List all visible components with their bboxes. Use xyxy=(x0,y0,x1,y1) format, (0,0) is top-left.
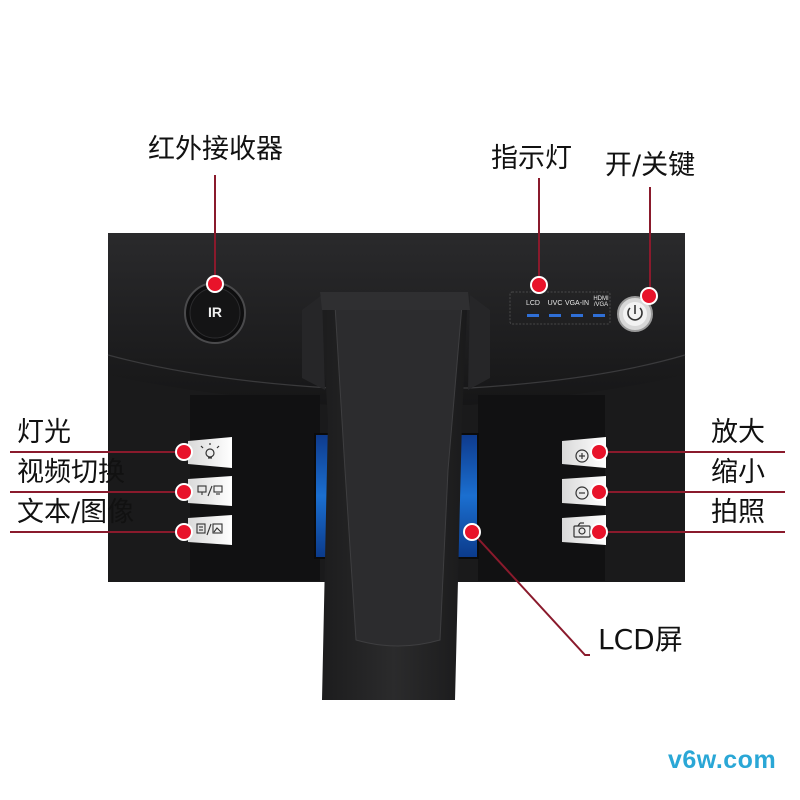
monitor-switch-icon xyxy=(197,485,223,497)
label-light: 灯光 xyxy=(17,417,71,448)
zoom-in-button xyxy=(562,437,606,468)
lightbulb-icon xyxy=(200,443,220,459)
plus-circle-icon xyxy=(575,449,589,463)
light-button xyxy=(188,437,232,468)
arm-hinge xyxy=(302,295,325,390)
label-power-key: 开/关键 xyxy=(605,150,696,181)
ir-receiver xyxy=(184,282,246,344)
watermark: v6w.com xyxy=(668,746,777,774)
document-image-icon xyxy=(196,523,223,536)
led-vga-in xyxy=(571,314,583,317)
led-uvc xyxy=(549,314,561,317)
indicator-frame xyxy=(509,291,611,325)
indicator-label-uvc: UVC xyxy=(547,300,563,307)
led-hdmi-vga xyxy=(593,314,605,317)
indicator-label-lcd: LCD xyxy=(525,300,540,307)
label-zoom-in: 放大 xyxy=(711,417,765,448)
indicator-label-hdmi-vga: HDMI /VGA xyxy=(593,296,609,308)
label-lcd-screen: LCD屏 xyxy=(598,623,683,656)
power-button xyxy=(617,296,653,332)
minus-circle-icon xyxy=(575,486,589,500)
video-switch-button xyxy=(188,476,232,506)
zoom-out-button xyxy=(562,476,606,506)
capture-button xyxy=(562,515,606,545)
label-indicator: 指示灯 xyxy=(491,143,572,174)
label-text-image: 文本/图像 xyxy=(17,497,135,528)
label-capture: 拍照 xyxy=(711,497,765,528)
power-icon xyxy=(627,307,643,321)
led-lcd xyxy=(527,314,539,317)
label-ir-receiver: 红外接收器 xyxy=(148,134,283,165)
ir-button-text: IR xyxy=(208,304,222,320)
label-zoom-out: 缩小 xyxy=(711,457,765,488)
label-video-switch: 视频切换 xyxy=(17,457,125,488)
text-image-button xyxy=(188,515,232,545)
indicator-label-vga-in: VGA-IN xyxy=(564,300,590,307)
